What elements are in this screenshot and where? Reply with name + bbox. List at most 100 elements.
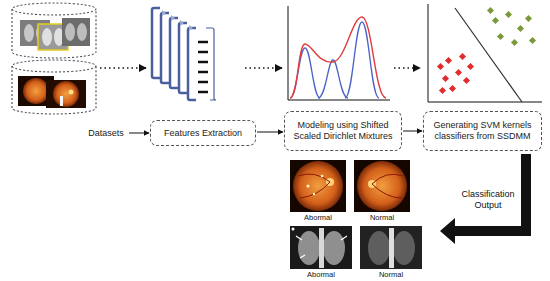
output-arrow [440,154,531,244]
feature-vectors [161,13,169,83]
feature-vectors [198,42,208,92]
database-cylinder [42,28,52,46]
dotted-arrow [100,67,146,69]
database-cylinder [77,23,87,41]
box-text: Datasets [88,128,124,139]
xray-image [290,226,352,269]
feature-vectors [152,8,216,100]
database-cylinder [12,3,96,58]
feature-vectors [171,15,175,21]
flow-arrow [129,133,149,134]
feature-vectors [189,25,193,31]
xray-image [360,226,422,269]
dotted-arrow [245,67,282,69]
svm-scatter [517,25,524,32]
svm-scatter [442,75,449,82]
flow-arrow [403,131,422,132]
retina-image [372,174,403,198]
svm-scatter [437,63,444,70]
svm-scatter [445,57,452,64]
output-caption: Classification Output [456,189,520,211]
xray-image [292,228,295,231]
feature-vectors [198,41,208,44]
feature-vectors [152,8,160,78]
svm-scatter [505,11,512,18]
retina-image [290,160,346,212]
svm-scatter [487,7,494,14]
image-label: Abormal [293,213,343,223]
svm-scatter [467,63,474,70]
box-text: Modeling using Shifted Scaled Dirichlet … [290,120,396,142]
database-cylinder [46,80,86,108]
database-cylinder [12,9,96,58]
database-cylinder [23,78,49,104]
feature-vectors [162,10,193,31]
database-cylinder [60,96,63,106]
process-box: Modeling using Shifted Scaled Dirichlet … [284,111,402,151]
dotted-arrow [394,67,420,69]
svm-scatter [463,77,470,84]
xray-image [393,231,415,265]
process-box: Generating SVM kernels classifiers from … [423,111,542,151]
process-box: Features Extraction [150,120,256,146]
svm-scatter [492,17,499,24]
mixture-plot [290,17,386,98]
svm-scatter [525,15,532,22]
dotted-arrow [100,67,420,69]
feature-vectors [162,10,166,16]
xray-image [319,228,324,268]
svm-scatter [459,53,466,60]
xray-image [368,231,390,265]
retina-image [357,161,407,211]
feature-vectors [188,28,196,100]
database-cylinder [12,66,96,114]
retina-image [290,160,346,212]
svm-scatter [439,87,446,94]
svm-scatter [497,33,504,40]
feature-vectors [170,18,178,88]
feature-vectors [180,20,184,26]
box-text: Generating SVM kernels classifiers from … [429,120,536,142]
feature-vectors [198,51,208,54]
xray-image [298,231,320,265]
svm-scatter [428,4,542,102]
retina-image [313,193,315,195]
xray-image [323,231,345,265]
database-cylinder [62,18,90,46]
xray-image [296,236,347,258]
feature-vectors [206,28,216,100]
image-label: Abormal [296,270,346,280]
dataset-label: Datasets [84,125,128,141]
retina-image [354,160,410,212]
svm-scatter [455,8,522,102]
image-label: Normal [357,213,407,223]
svm-scatter [428,4,542,102]
retina-image [354,160,410,212]
database-cylinder [69,90,74,95]
svm-scatter [455,69,462,76]
database-cylinder [12,60,96,114]
xray-image [360,226,422,269]
svm-scatter [437,53,474,94]
database-cylinder [65,23,75,41]
retina-image [293,161,343,211]
database-cylinder [12,60,96,72]
svm-scatter [487,7,536,46]
database-cylinder [53,81,79,107]
image-label: Normal [366,270,416,280]
feature-vectors [179,23,187,93]
retina-image [298,174,330,198]
xray-image [290,226,352,269]
box-text: Features Extraction [164,128,242,139]
feature-vectors [198,71,208,74]
feature-vectors [198,91,208,94]
mixture-plot [318,60,348,98]
database-cylinder [24,24,34,42]
xray-image [389,228,394,268]
mixture-plot [288,6,390,100]
svm-scatter [449,85,456,92]
retina-image [307,185,310,188]
mixture-plot [288,6,390,100]
flow-arrow [257,132,283,133]
